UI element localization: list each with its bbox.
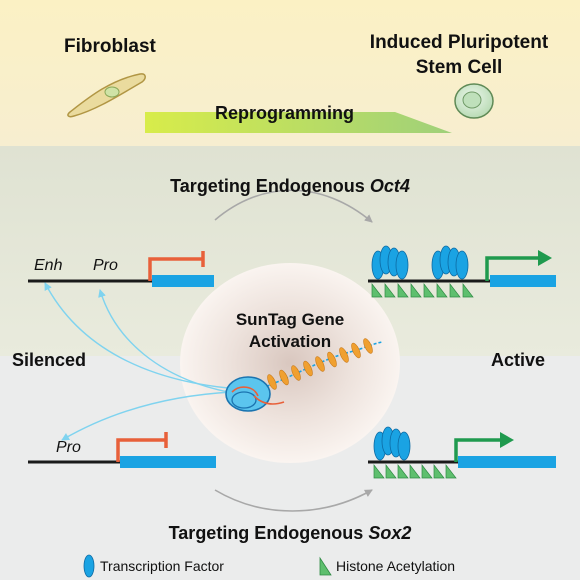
- sox2-silenced-locus: [28, 432, 216, 468]
- acetylation-mark: [433, 463, 445, 479]
- sox2-promoter-label: Pro: [56, 439, 81, 456]
- fibroblast-cell-icon: [67, 73, 146, 118]
- sox2-active-locus: [368, 432, 556, 468]
- oct4-promoter-label: Pro: [93, 257, 118, 274]
- antibody-mark: [291, 365, 301, 381]
- reprogramming-wedge: [145, 112, 452, 133]
- antibody-mark: [327, 351, 337, 368]
- acetylation-mark: [436, 282, 448, 298]
- silenced-label: Silenced: [12, 350, 87, 370]
- antibody-mark: [351, 342, 361, 359]
- acetylation-mark: [397, 463, 409, 479]
- acetylation-mark: [462, 282, 474, 298]
- antibody-mark: [363, 338, 373, 354]
- acetylation-mark: [445, 463, 457, 479]
- sox2-gene-name: Sox2: [368, 523, 412, 543]
- sox2-histone-acetylation: [373, 463, 457, 479]
- acetylation-mark: [397, 282, 409, 298]
- sox2-activation-arrow: [214, 489, 373, 512]
- acetylation-mark: [371, 282, 383, 298]
- enhancer-label: Enh: [34, 257, 63, 274]
- sox2-title: Targeting Endogenous Sox2: [168, 523, 412, 543]
- suntag-label-line2: Activation: [248, 332, 332, 351]
- oct4-transcription-factors: [371, 245, 469, 280]
- targeting-arrows: [44, 282, 233, 441]
- acetylation-mark: [384, 282, 396, 298]
- suntag-label-line1: SunTag Gene: [235, 310, 345, 329]
- ipsc-label-line1: Induced Pluripotent: [369, 32, 549, 53]
- antibody-mark: [267, 374, 277, 390]
- antibody-mark: [279, 369, 289, 386]
- acetylation-mark: [410, 282, 422, 298]
- oct4-active-locus: [368, 250, 556, 287]
- oct4-gene-name: Oct4: [369, 176, 410, 196]
- suntag-complex-icon: [225, 338, 383, 412]
- fibroblast-label: Fibroblast: [64, 36, 156, 57]
- ipsc-cell-icon: [454, 83, 494, 119]
- acetylation-mark: [423, 282, 435, 298]
- oct4-silenced-locus: [28, 251, 214, 287]
- reprogramming-label: Reprogramming: [215, 103, 355, 123]
- central-oval: [180, 263, 400, 463]
- acetylation-mark: [409, 463, 421, 479]
- antibody-mark: [303, 360, 313, 377]
- acetylation-mark: [373, 463, 385, 479]
- oct4-histone-acetylation: [371, 282, 474, 298]
- legend-tf-icon: [83, 554, 95, 578]
- antibody-mark: [339, 347, 349, 363]
- legend-tf-label: Transcription Factor: [100, 558, 224, 574]
- acetylation-mark: [421, 463, 433, 479]
- oct4-title: Targeting Endogenous Oct4: [170, 176, 410, 196]
- legend-acetylation-icon: [319, 556, 332, 576]
- acetylation-mark: [449, 282, 461, 298]
- antibody-mark: [315, 356, 325, 372]
- oct4-activation-arrow: [214, 189, 373, 223]
- active-label: Active: [491, 350, 546, 370]
- legend-acetylation-label: Histone Acetylation: [336, 558, 456, 574]
- sox2-transcription-factors: [373, 426, 411, 461]
- acetylation-mark: [385, 463, 397, 479]
- ipsc-label-line2: Stem Cell: [415, 57, 503, 78]
